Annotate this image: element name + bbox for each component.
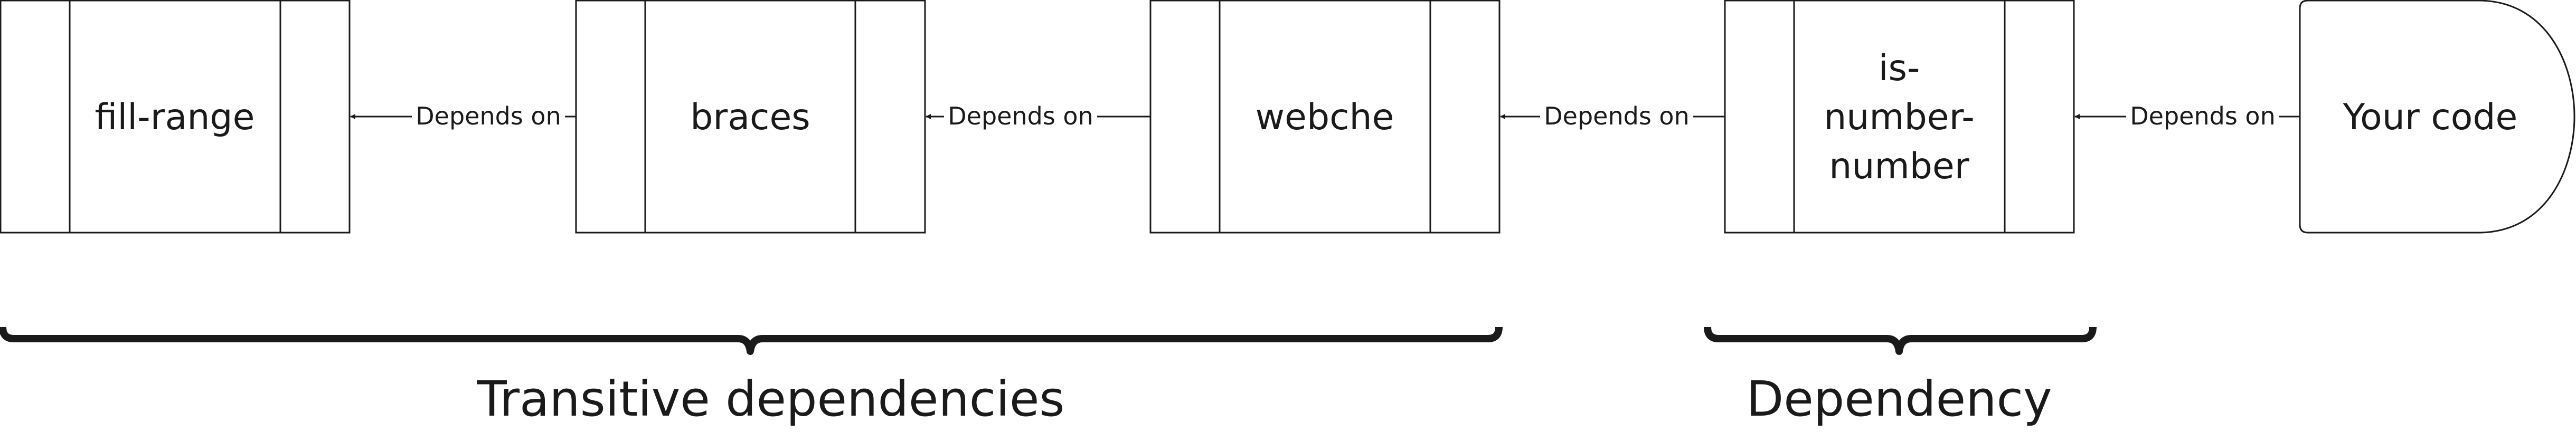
edge-braces-to-fill-range: Depends on <box>350 102 576 130</box>
edge-is-number-to-webche: Depends on <box>1500 102 1725 130</box>
group-brace-transitive <box>0 327 1503 355</box>
node-label-is-number-number-line-3: number <box>1829 146 1969 187</box>
node-label-your-code: Your code <box>2343 97 2518 138</box>
edge-label-2: Depends on <box>948 102 1093 130</box>
group-dependency: Dependency <box>1704 327 2097 427</box>
node-fill-range: fill-range <box>0 0 351 234</box>
node-webche: webche <box>1149 0 1501 234</box>
edge-your-code-to-is-number: Depends on <box>2074 102 2300 130</box>
node-label-webche: webche <box>1256 97 1394 138</box>
node-label-fill-range: fill-range <box>95 97 255 138</box>
group-transitive-dependencies: Transitive dependencies <box>0 327 1503 427</box>
edge-label-1: Depends on <box>416 102 561 130</box>
node-is-number-number: is- number- number <box>1724 0 2075 234</box>
node-label-is-number-number-line-1: is- <box>1879 47 1920 89</box>
edge-label-3: Depends on <box>1544 102 1689 130</box>
edge-webche-to-braces: Depends on <box>926 102 1150 130</box>
group-label-transitive: Transitive dependencies <box>477 371 1065 427</box>
node-your-code: Your code <box>2299 0 2575 234</box>
node-label-is-number-number-line-2: number- <box>1824 97 1975 138</box>
node-label-braces: braces <box>690 97 810 138</box>
group-brace-dependency <box>1704 327 2097 355</box>
edge-label-4: Depends on <box>2130 102 2275 130</box>
group-label-dependency: Dependency <box>1746 371 2052 427</box>
node-braces: braces <box>575 0 926 234</box>
